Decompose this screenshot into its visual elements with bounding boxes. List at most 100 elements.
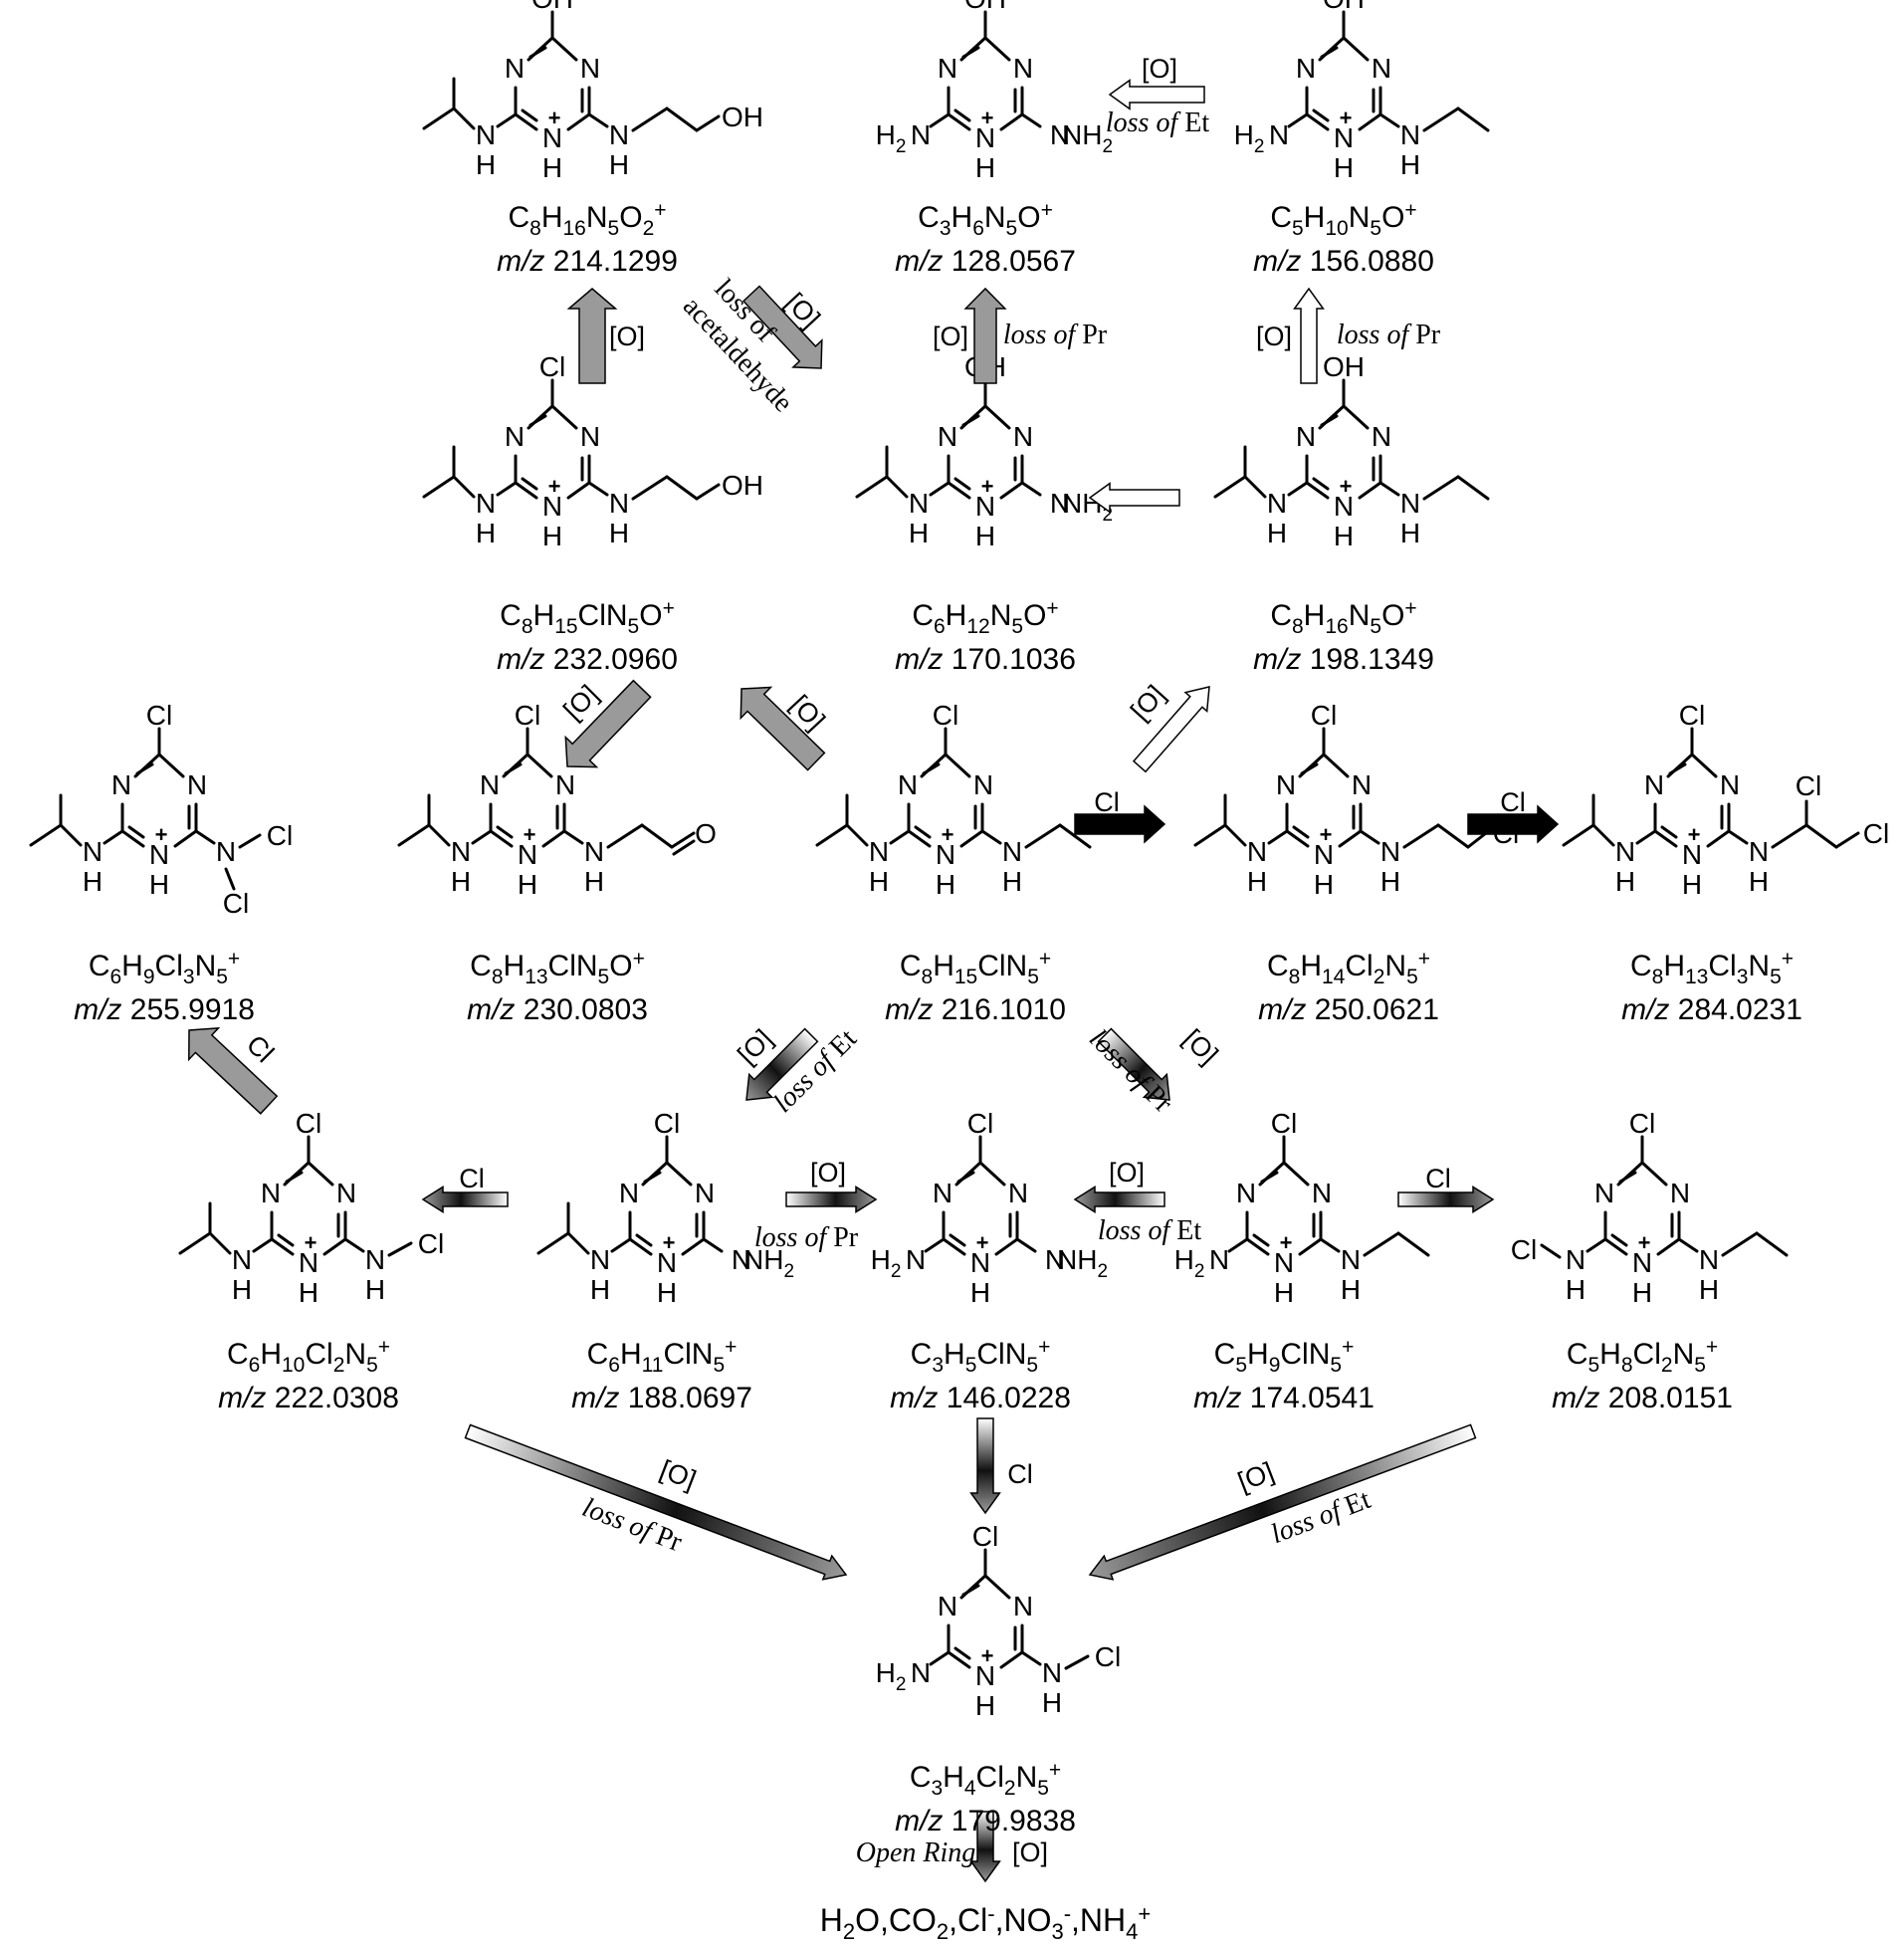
atom-label: N bbox=[609, 488, 629, 519]
atom-label: Cl bbox=[654, 1108, 680, 1139]
atom-label: Cl bbox=[1796, 770, 1821, 801]
bond-line bbox=[1287, 112, 1309, 128]
bond-line bbox=[670, 831, 696, 849]
bond-line bbox=[1223, 823, 1247, 847]
mz-value: m/z 128.0567 bbox=[895, 245, 1076, 278]
atom-label: N bbox=[1276, 769, 1296, 800]
bond-line bbox=[1656, 1237, 1681, 1256]
bond-line bbox=[521, 108, 538, 122]
atom-label: Cl bbox=[1271, 1108, 1297, 1139]
bond-line bbox=[1422, 475, 1460, 501]
mz-value: m/z 170.1036 bbox=[895, 643, 1076, 676]
atom-label: H bbox=[1274, 1277, 1294, 1308]
atom-label: N bbox=[1314, 839, 1334, 870]
atom-label: N bbox=[1594, 1178, 1614, 1208]
mz-value: m/z 198.1349 bbox=[1253, 643, 1434, 676]
formula-label: C3H6N5O+ bbox=[918, 199, 1053, 240]
bond-line bbox=[1668, 762, 1687, 775]
bond-line bbox=[1456, 107, 1490, 132]
bond-line bbox=[942, 1237, 966, 1256]
positive-charge: + bbox=[1688, 822, 1701, 847]
bond-line bbox=[631, 475, 669, 501]
reagent-label: [O] bbox=[1109, 1158, 1145, 1188]
bond-line bbox=[1292, 825, 1310, 839]
bond-line bbox=[103, 829, 124, 845]
reaction-arrow bbox=[963, 287, 1007, 384]
formula-label: C8H14Cl2N5+ bbox=[1267, 948, 1430, 988]
atom-label: N bbox=[1372, 53, 1391, 84]
atom-label: N bbox=[1045, 1244, 1065, 1275]
atom-label: Cl bbox=[146, 700, 172, 731]
positive-charge: + bbox=[981, 474, 994, 499]
atom-label: H bbox=[1267, 518, 1287, 548]
positive-charge: + bbox=[942, 822, 954, 847]
atom-label: H bbox=[1247, 866, 1267, 897]
bond-line bbox=[1305, 112, 1330, 131]
formula-label: C8H16N5O2+ bbox=[508, 199, 666, 240]
bond-line bbox=[422, 107, 456, 130]
bond-line bbox=[1640, 1161, 1668, 1187]
bond-line bbox=[1653, 829, 1678, 848]
atom-label: N bbox=[973, 769, 993, 800]
atom-label: Cl bbox=[296, 1108, 321, 1139]
bond-line bbox=[452, 475, 476, 499]
bond-line bbox=[496, 825, 514, 839]
formula-label: C3H5ClN5+ bbox=[911, 1336, 1051, 1377]
atom-label: H bbox=[1380, 866, 1400, 897]
formula-label: C8H13Cl3N5+ bbox=[1630, 948, 1794, 988]
atom-label: H bbox=[936, 869, 955, 900]
bond-line bbox=[1305, 481, 1330, 500]
atom-label: H bbox=[869, 866, 889, 897]
reaction-arrow bbox=[1088, 1423, 1477, 1581]
atom-label: N bbox=[187, 769, 207, 800]
bond-line bbox=[496, 481, 518, 497]
atom-label: H bbox=[365, 1274, 385, 1305]
bond-line bbox=[1342, 404, 1370, 430]
reaction-arrow bbox=[741, 285, 823, 369]
reaction-arrow bbox=[1074, 804, 1166, 844]
bond-line bbox=[1359, 829, 1380, 845]
bond-line bbox=[1755, 1231, 1789, 1257]
reaction-arrow bbox=[1132, 686, 1210, 773]
bond-line bbox=[59, 823, 83, 847]
bond-line bbox=[961, 46, 980, 59]
atom-label: Cl bbox=[539, 351, 565, 382]
atom-label: O bbox=[695, 818, 717, 849]
atom-label: N bbox=[1269, 119, 1289, 150]
atom-label: Cl bbox=[933, 700, 958, 731]
bond-line bbox=[521, 477, 538, 491]
atom-label: H bbox=[1334, 521, 1354, 551]
atom-label: N bbox=[1050, 119, 1070, 150]
atom-label: N bbox=[1699, 1244, 1719, 1275]
atom-label: H bbox=[590, 1274, 610, 1305]
atom-label: N bbox=[505, 53, 525, 84]
bond-line bbox=[1285, 829, 1310, 848]
bond-line bbox=[514, 481, 538, 500]
atom-label: H bbox=[542, 521, 562, 551]
bond-line bbox=[1320, 46, 1339, 59]
atom-label: H2 bbox=[871, 1244, 902, 1282]
mz-value: m/z 146.0228 bbox=[890, 1382, 1071, 1414]
bond-line bbox=[1562, 823, 1595, 847]
atom-label: OH bbox=[964, 0, 1006, 14]
atom-label: N bbox=[1749, 836, 1769, 867]
bond-line bbox=[208, 1231, 232, 1255]
bond-line bbox=[1610, 1233, 1628, 1247]
bond-line bbox=[1342, 36, 1370, 62]
bond-line bbox=[566, 481, 591, 500]
bond-line bbox=[672, 839, 696, 856]
atom-label: OH bbox=[722, 102, 763, 132]
mz-value: m/z 230.0803 bbox=[467, 993, 648, 1026]
atom-label: N bbox=[1013, 53, 1033, 84]
bond-line bbox=[1422, 107, 1460, 132]
atom-label: N bbox=[1042, 1657, 1062, 1688]
bond-line bbox=[1540, 1243, 1562, 1259]
atom-label: N bbox=[1296, 421, 1316, 452]
bond-line bbox=[120, 829, 145, 848]
